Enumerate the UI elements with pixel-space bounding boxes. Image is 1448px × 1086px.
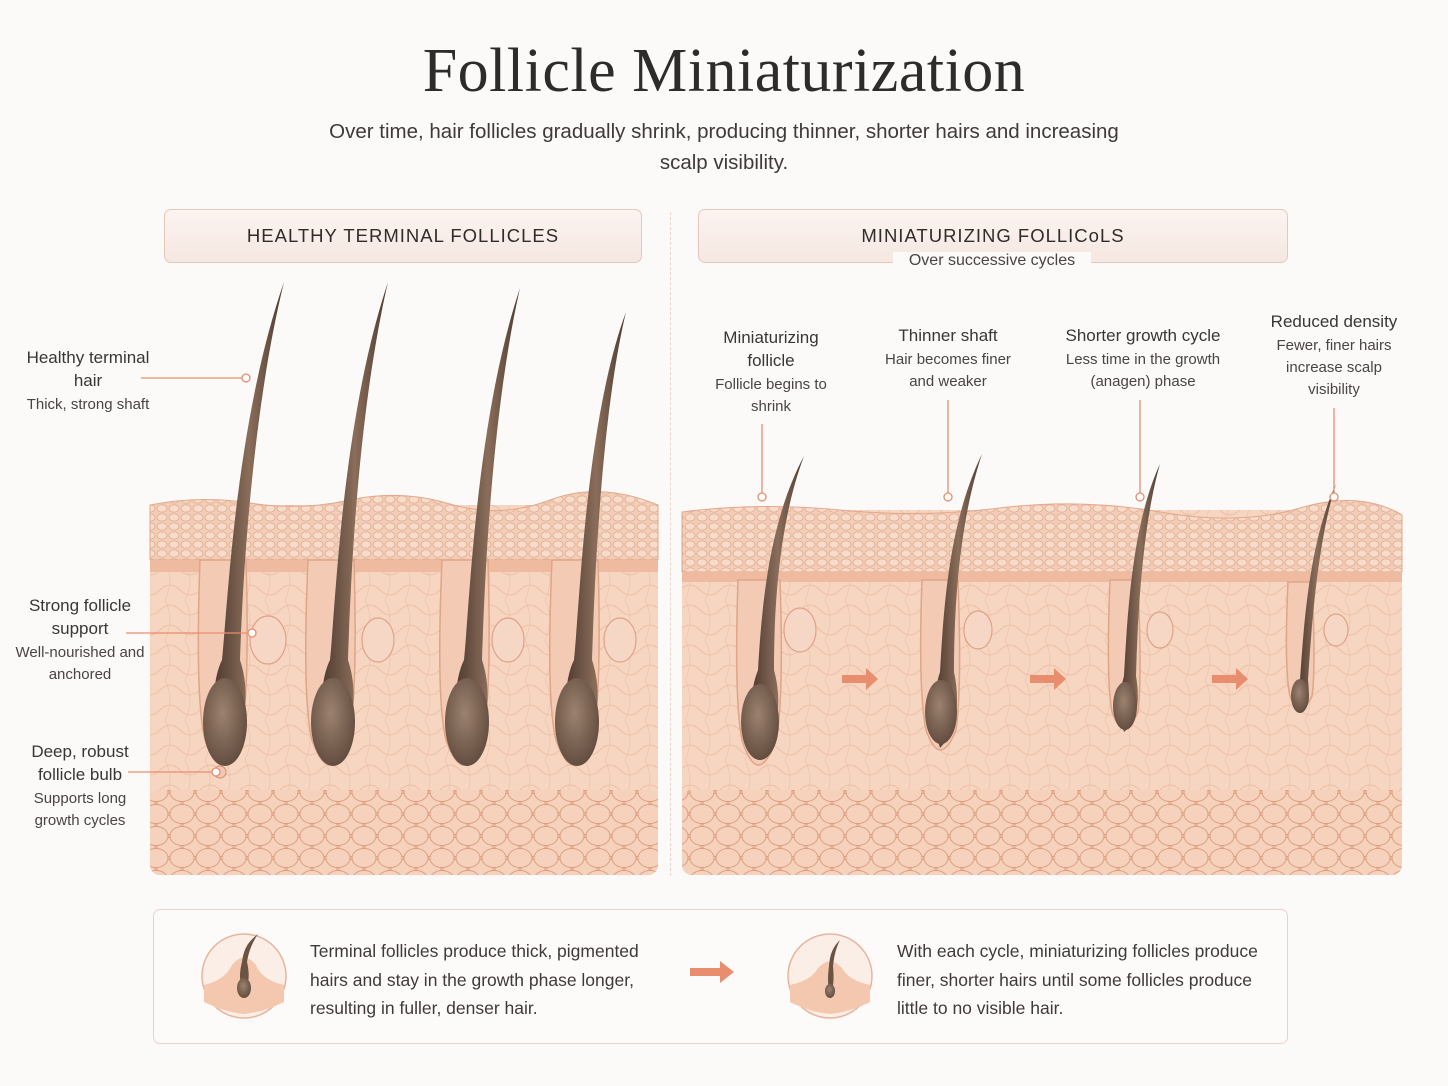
miniaturizing-panel-header: MINIATURIZING FOLLICᴏLS: [698, 209, 1288, 263]
label-detail: Less time in the growth (anagen) phase: [1065, 351, 1221, 390]
label-shorter-growth-cycle: Shorter growth cycle Less time in the gr…: [1058, 324, 1228, 393]
label-detail: Follicle begins to shrink: [715, 376, 827, 415]
label-detail: Thick, strong shaft: [26, 396, 150, 413]
label-deep-follicle-bulb: Deep, robust follicle bulb Supports long…: [15, 740, 145, 832]
healthy-follicles: [197, 282, 637, 779]
label-thinner-shaft: Thinner shaft Hair becomes finer and wea…: [878, 324, 1018, 393]
miniaturizing-panel-subheader: Over successive cycles: [893, 252, 1091, 270]
label-miniaturizing-follicle: Miniaturizing follicle Follicle begins t…: [706, 326, 836, 418]
label-strong-follicle-support: Strong follicle support Well-nourished a…: [15, 594, 145, 686]
right-leader-lines: [757, 400, 1339, 502]
label-detail: Supports long growth cycles: [33, 790, 127, 829]
healthy-skin-section: [149, 491, 659, 875]
label-heading: Deep, robust follicle bulb: [31, 742, 129, 784]
label-detail: Fewer, finer hairs increase scalp visibi…: [1276, 337, 1392, 398]
label-heading: Thinner shaft: [898, 326, 998, 345]
label-heading: Healthy terminal hair: [26, 348, 150, 390]
summary-arrow-icon: [690, 961, 734, 983]
label-healthy-terminal-hair: Healthy terminal hair Thick, strong shaf…: [18, 346, 158, 416]
label-detail: Well-nourished and anchored: [15, 644, 145, 683]
miniaturizing-skin-section: [681, 500, 1403, 875]
summary-healthy-text: Terminal follicles produce thick, pigmen…: [310, 941, 639, 1018]
miniaturizing-follicles: [735, 454, 1349, 766]
label-heading: Shorter growth cycle: [1065, 326, 1221, 345]
healthy-follicle-icon: [201, 933, 287, 1019]
left-leader-lines: [126, 373, 257, 777]
label-reduced-density: Reduced density Fewer, finer hairs incre…: [1266, 310, 1402, 401]
label-heading: Strong follicle support: [28, 596, 132, 638]
label-detail: Hair becomes finer and weaker: [885, 351, 1011, 390]
page-subtitle: Over time, hair follicles gradually shri…: [329, 120, 1119, 174]
page-title: Follicle Miniaturization: [422, 37, 1026, 105]
panel-divider: [670, 212, 671, 876]
summary-miniaturized-text: With each cycle, miniaturizing follicles…: [897, 941, 1258, 1018]
miniaturized-follicle-icon: [787, 933, 873, 1019]
stage-arrows: [842, 668, 1248, 690]
healthy-panel-header: HEALTHY TERMINAL FOLLICLES: [164, 209, 642, 263]
label-heading: Miniaturizing follicle: [723, 328, 819, 370]
label-heading: Reduced density: [1270, 312, 1398, 331]
